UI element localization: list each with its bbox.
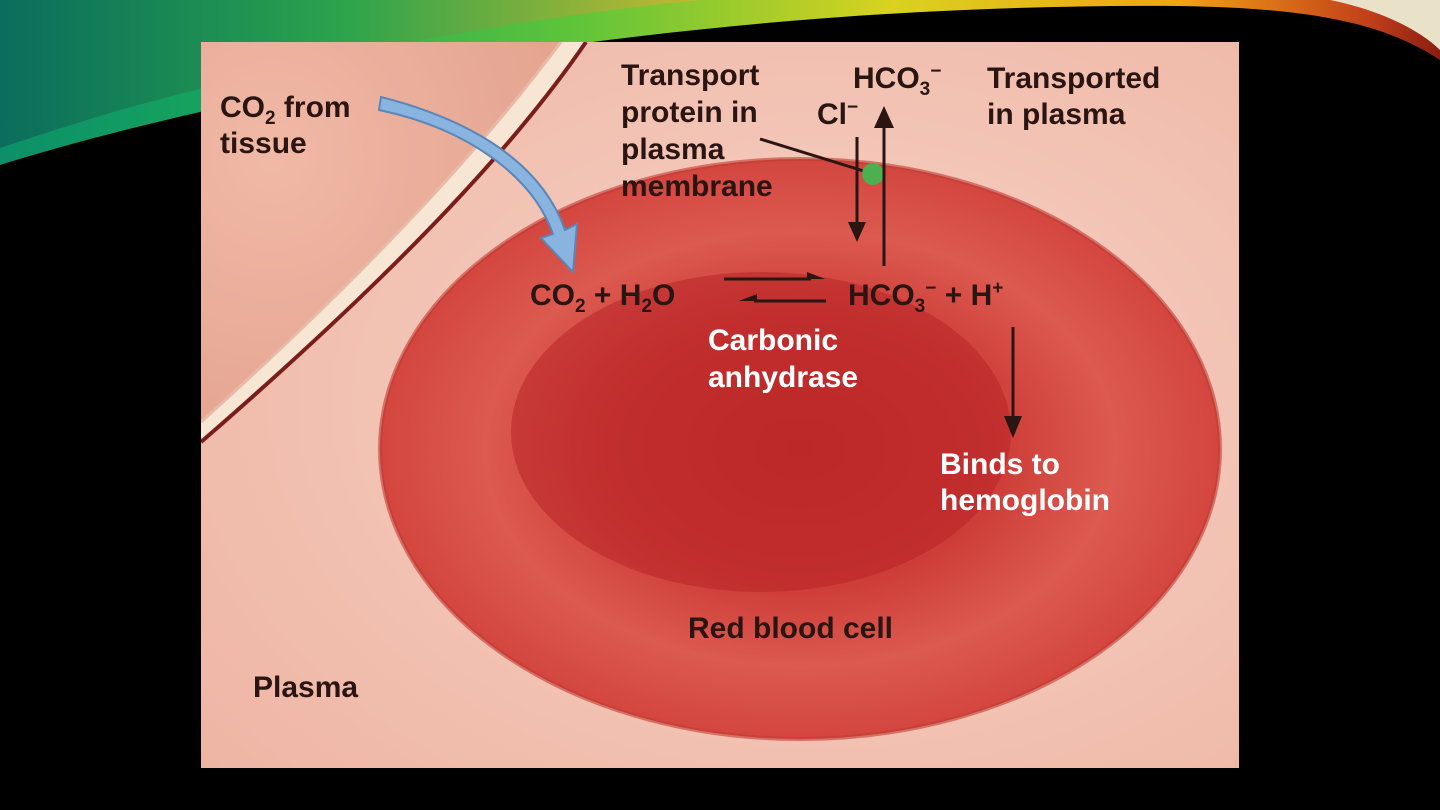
co2-entry-arrow [377,95,579,275]
carbonic-anhydrase-line2: anhydrase [708,361,859,394]
transport-protein-label-line4: membrane [621,170,773,203]
cl-label: Cl− [817,97,859,131]
transport-protein-label-line1: Transport [621,59,760,92]
co2-from-tissue-label: CO2 from [220,91,351,129]
diagram-panel: CO2 from tissue Transport protein in pla… [201,42,1239,768]
transport-protein-label-line2: protein in [621,96,758,129]
equation-products: HCO3− + H+ [848,278,1004,317]
transported-label-line1: Transported [987,62,1161,95]
hemoglobin-label: hemoglobin [940,484,1110,517]
carbonic-anhydrase-line1: Carbonic [708,324,839,357]
diagram-artwork [201,42,1239,768]
hco3-exported-label: HCO3− [853,61,942,100]
binds-to-label: Binds to [940,448,1060,481]
transported-label-line2: in plasma [987,98,1126,131]
tissue-label: tissue [220,127,307,160]
transport-protein [862,163,884,185]
red-blood-cell-label: Red blood cell [688,612,894,645]
plasma-label: Plasma [253,671,359,704]
equation-co2: CO2 + H2O [530,279,676,317]
transport-protein-label-line3: plasma [621,133,725,166]
header-swoosh-decoration [0,0,1440,165]
